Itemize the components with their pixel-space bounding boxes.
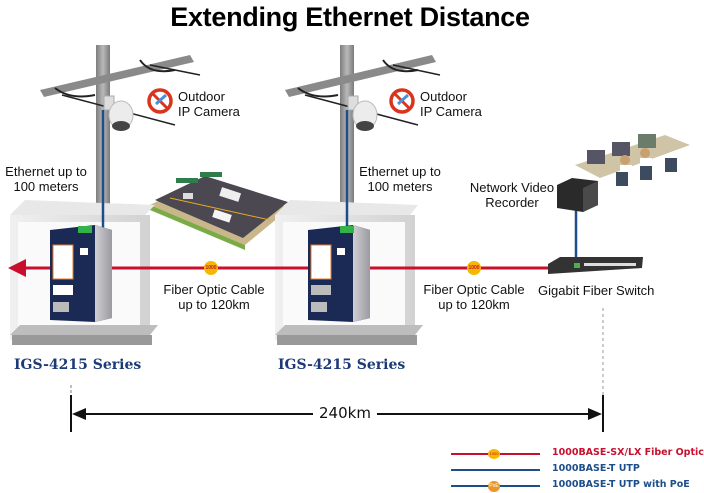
ethernet-label-line1: Ethernet up to bbox=[5, 164, 87, 179]
ip-camera-icon bbox=[347, 95, 378, 131]
fiber-arrow-left-icon bbox=[8, 259, 26, 277]
camera-label-line2: IP Camera bbox=[420, 104, 482, 119]
igs-4215-switch-1 bbox=[50, 225, 112, 322]
legend: 1000 PoE 1000BASE-SX/LX Fiber Optic 1000… bbox=[440, 445, 704, 493]
camera-label-line1: Outdoor bbox=[420, 89, 467, 104]
no-lightning-icon bbox=[147, 88, 173, 114]
no-lightning-icon bbox=[389, 88, 415, 114]
fiber-label-2: Fiber Optic Cable up to 120km bbox=[418, 282, 530, 312]
ethernet-label-line2: 100 meters bbox=[367, 179, 433, 194]
fiber-label-line1: Fiber Optic Cable bbox=[423, 282, 525, 297]
fiber-switch-label: Gigabit Fiber Switch bbox=[538, 283, 655, 298]
series-label-2: IGS-4215 Series bbox=[278, 357, 406, 373]
ethernet-label-2: Ethernet up to 100 meters bbox=[354, 164, 446, 194]
legend-fiber-badge-icon: 1000 bbox=[488, 449, 500, 459]
diagram-title: Extending Ethernet Distance bbox=[170, 2, 530, 32]
series-label-1: IGS-4215 Series bbox=[14, 357, 142, 373]
fiber-label-1: Fiber Optic Cable up to 120km bbox=[158, 282, 270, 312]
camera-label-line1: Outdoor bbox=[178, 89, 225, 104]
fiber-badge-icon: 1000 bbox=[467, 261, 481, 275]
igs-4215-switch-2 bbox=[308, 225, 370, 322]
camera-label-2: Outdoor IP Camera bbox=[420, 89, 482, 119]
camera-label-1: Outdoor IP Camera bbox=[178, 89, 240, 119]
ethernet-label-line2: 100 meters bbox=[13, 179, 79, 194]
fiber-label-line1: Fiber Optic Cable bbox=[163, 282, 265, 297]
fiber-badge-icon: 1000 bbox=[204, 261, 218, 275]
nvr-label-line2: Recorder bbox=[485, 195, 539, 210]
ethernet-label-line1: Ethernet up to bbox=[359, 164, 441, 179]
fiber-label-line2: up to 120km bbox=[438, 297, 510, 312]
network-video-recorder-icon bbox=[557, 178, 598, 212]
highway-illustration bbox=[150, 172, 290, 250]
legend-item-utp-poe: 1000BASE-T UTP with PoE bbox=[552, 479, 690, 490]
camera-label-line2: IP Camera bbox=[178, 104, 240, 119]
legend-item-utp: 1000BASE-T UTP bbox=[552, 463, 640, 474]
distance-label: 240km bbox=[313, 404, 377, 422]
gigabit-fiber-switch-icon bbox=[548, 257, 643, 274]
legend-item-fiber: 1000BASE-SX/LX Fiber Optic bbox=[552, 447, 704, 458]
nvr-label-line1: Network Video bbox=[469, 180, 555, 195]
fiber-label-line2: up to 120km bbox=[178, 297, 250, 312]
ip-camera-icon bbox=[103, 95, 134, 131]
nvr-label: Network Video Recorder bbox=[462, 180, 562, 210]
legend-poe-badge-icon: PoE bbox=[488, 481, 500, 492]
control-room-icon bbox=[575, 134, 690, 186]
ethernet-label-1: Ethernet up to 100 meters bbox=[0, 164, 92, 194]
